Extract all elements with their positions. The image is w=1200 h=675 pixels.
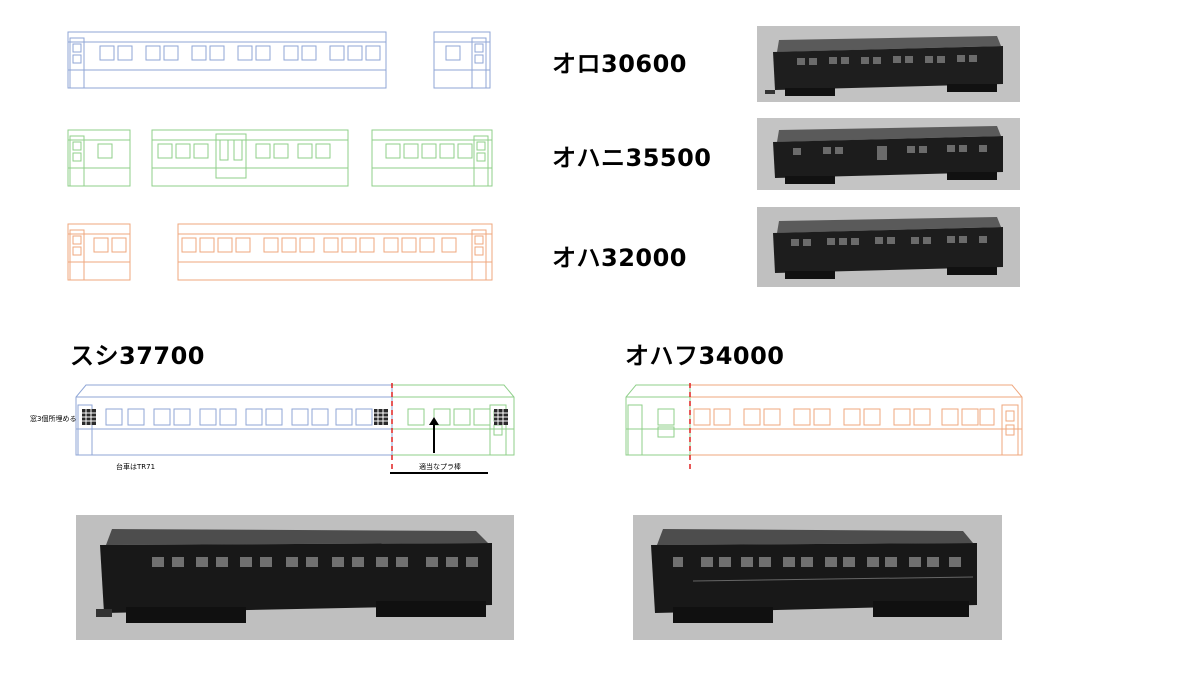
car-label-oro30600: オロ30600 [552, 50, 687, 78]
drawing-oha32000 [67, 223, 493, 281]
drawing-sushi37700 [75, 383, 515, 474]
car-label-ohafu34000: オハフ34000 [625, 342, 785, 370]
photo-sushi37700 [76, 515, 514, 640]
photo-ohafu34000 [633, 515, 1002, 640]
drawing-ohani35500 [67, 129, 493, 187]
annotation-plastic-rod: 適当なプラ棒 [419, 463, 461, 471]
drawing-oro30600 [67, 31, 491, 89]
car-label-oha32000: オハ32000 [552, 244, 687, 272]
car-label-ohani35500: オハニ35500 [552, 144, 712, 172]
car-label-sushi37700: スシ37700 [70, 342, 205, 370]
photo-oha32000 [757, 207, 1020, 287]
drawing-ohafu34000 [625, 383, 1023, 469]
annotation-fill-three: 窓3個所埋める [30, 415, 77, 423]
photo-ohani35500 [757, 118, 1020, 190]
photo-oro30600 [757, 26, 1020, 102]
annotation-bogie: 台車はTR71 [116, 463, 156, 471]
